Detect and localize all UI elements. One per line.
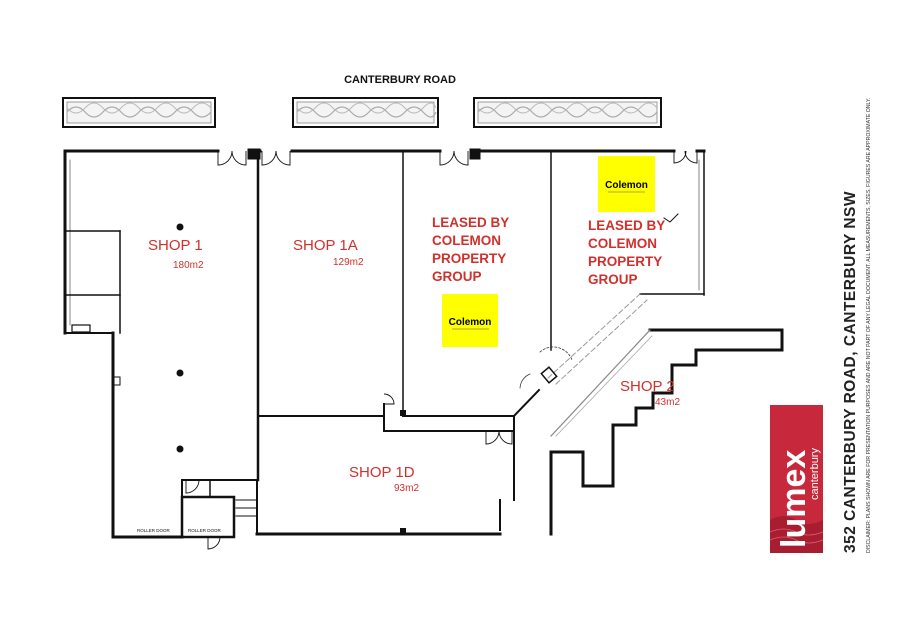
property-address: 352 CANTERBURY ROAD, CANTERBURY NSW: [842, 191, 859, 553]
svg-text:COLEMON: COLEMON: [588, 236, 657, 251]
svg-text:Colemon: Colemon: [449, 317, 492, 328]
svg-text:PROPERTY: PROPERTY: [432, 251, 506, 266]
columns: [176, 223, 406, 534]
svg-text:PROPERTY: PROPERTY: [588, 254, 662, 269]
leased-note-1: LEASED BY COLEMON PROPERTY GROUP: [432, 215, 509, 284]
building-walls: [63, 148, 784, 539]
svg-text:Colemon: Colemon: [605, 180, 648, 191]
lumex-logo: lumex canterbury: [769, 405, 824, 553]
svg-text:LEASED BY: LEASED BY: [432, 215, 509, 230]
road-label: CANTERBURY ROAD: [344, 74, 456, 86]
shop-2-area: 43m2: [655, 397, 680, 408]
shop-1d-area: 93m2: [394, 483, 419, 494]
svg-text:GROUP: GROUP: [588, 272, 638, 287]
roller-door-label: ROLLER DOOR: [188, 528, 222, 533]
planter-boxes: [62, 97, 662, 128]
doors: [185, 150, 698, 550]
shop-1-label: SHOP 1: [148, 237, 203, 254]
disclaimer-text: DISCLAIMER: PLANS SHOWN ARE FOR PRESENTA…: [866, 98, 872, 553]
svg-text:canterbury: canterbury: [809, 448, 821, 500]
shop-1a-label: SHOP 1A: [293, 237, 358, 254]
svg-text:lumex: lumex: [775, 450, 813, 548]
coleman-logo: Colemon: [442, 294, 498, 347]
svg-text:GROUP: GROUP: [432, 269, 482, 284]
shop-1d-label: SHOP 1D: [349, 464, 415, 481]
svg-text:LEASED BY: LEASED BY: [588, 218, 665, 233]
shop-2-label: SHOP 2: [620, 378, 675, 395]
shop-1-area: 180m2: [173, 260, 204, 271]
roller-door-label: ROLLER DOOR: [137, 528, 171, 533]
svg-text:COLEMON: COLEMON: [432, 233, 501, 248]
coleman-logo: Colemon: [598, 156, 655, 212]
shop-1a-area: 129m2: [333, 257, 364, 268]
leased-note-2: LEASED BY COLEMON PROPERTY GROUP: [588, 218, 665, 287]
